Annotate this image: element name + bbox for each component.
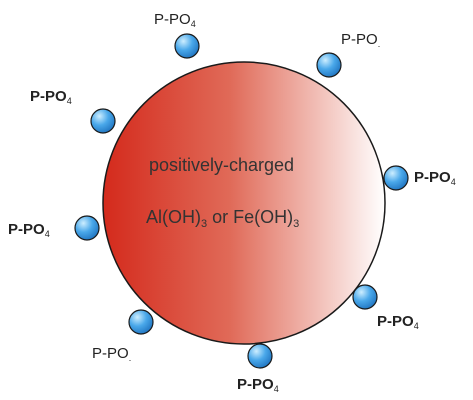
ppo4-label-text: P-PO (92, 345, 129, 362)
ppo4-label-sub: 4 (44, 229, 50, 239)
particle-circle (102, 61, 386, 345)
ppo4-label-sub: . (128, 353, 132, 363)
ppo4-label-sub: 4 (273, 384, 279, 394)
ppo4-label-top-right: P-PO. (341, 32, 380, 49)
al-subscript: 3 (201, 218, 208, 230)
phosphate-bead (74, 215, 100, 241)
ppo4-label-top: P-PO4 (154, 12, 196, 29)
phosphate-bead (128, 309, 154, 335)
ppo4-label-sub: 4 (66, 96, 72, 106)
or-fe-hydroxide-text: or Fe(OH) (207, 207, 294, 227)
ppo4-label-text: P-PO (30, 88, 67, 105)
ppo4-label-upper-left: P-PO4 (30, 89, 72, 106)
phosphate-bead (174, 33, 200, 59)
ppo4-label-text: P-PO (237, 376, 274, 393)
ppo4-label-sub: 4 (450, 177, 456, 187)
ppo4-label-left: P-PO4 (8, 222, 50, 239)
al-hydroxide-text: Al(OH) (146, 207, 201, 227)
phosphate-bead (383, 165, 409, 191)
ppo4-label-text: P-PO (341, 31, 378, 48)
ppo4-label-bottom: P-PO4 (237, 377, 279, 394)
ppo4-label-right: P-PO4 (414, 170, 456, 187)
ppo4-label-sub: 4 (413, 321, 419, 331)
ppo4-label-lower-right: P-PO4 (377, 314, 419, 331)
phosphate-bead (90, 108, 116, 134)
phosphate-bead (352, 284, 378, 310)
phosphate-bead (247, 343, 273, 369)
ppo4-label-text: P-PO (8, 221, 45, 238)
ppo4-label-bottom-left: P-PO. (92, 346, 131, 363)
ppo4-label-text: P-PO (414, 169, 451, 186)
ppo4-label-sub: . (377, 39, 381, 49)
ppo4-label-text: P-PO (154, 11, 191, 28)
fe-subscript: 3 (293, 218, 300, 230)
ppo4-label-text: P-PO (377, 313, 414, 330)
particle-hydroxide-label: Al(OH)3 or Fe(OH)3 (146, 208, 299, 230)
ppo4-label-sub: 4 (190, 19, 196, 29)
particle-charge-label: positively-charged (149, 155, 295, 175)
phosphate-bead (316, 52, 342, 78)
